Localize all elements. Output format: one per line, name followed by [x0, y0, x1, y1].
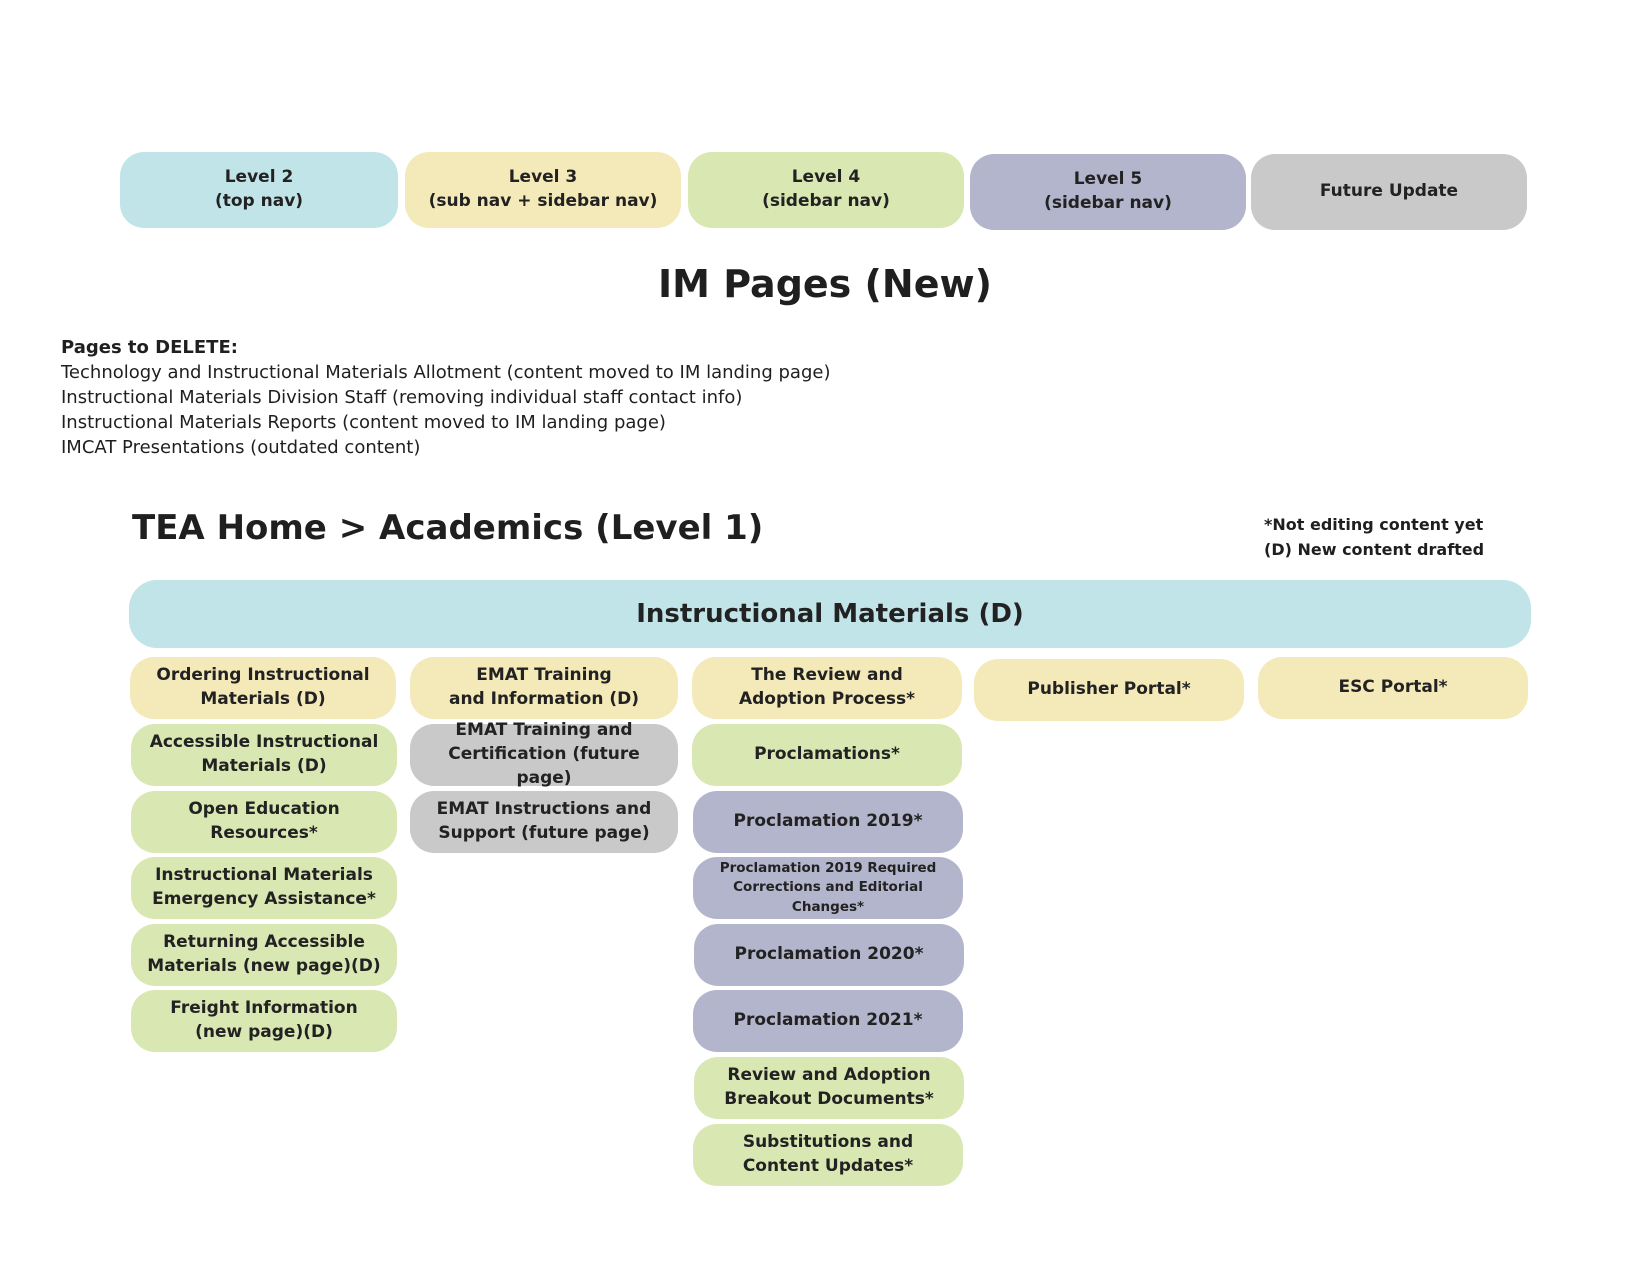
- node-proclamations: Proclamations*: [692, 724, 962, 786]
- delete-item: Instructional Materials Division Staff (…: [61, 387, 743, 408]
- legend-level-3: Level 3 (sub nav + sidebar nav): [405, 152, 681, 228]
- legend-level-5: Level 5 (sidebar nav): [970, 154, 1246, 230]
- legend-level-2: Level 2 (top nav): [120, 152, 398, 228]
- delete-item: Technology and Instructional Materials A…: [61, 362, 831, 383]
- delete-heading: Pages to DELETE:: [61, 337, 238, 358]
- node-open-education-resources: Open Education Resources*: [131, 791, 397, 853]
- node-returning-accessible-materials: Returning Accessible Materials (new page…: [131, 924, 397, 986]
- node-proclamation-2021: Proclamation 2021*: [693, 990, 963, 1052]
- node-proclamation-2019: Proclamation 2019*: [693, 791, 963, 853]
- node-review-adoption-process: The Review and Adoption Process*: [692, 657, 962, 719]
- delete-item: IMCAT Presentations (outdated content): [61, 437, 421, 458]
- node-accessible-instructional-materials: Accessible Instructional Materials (D): [131, 724, 397, 786]
- delete-item: Instructional Materials Reports (content…: [61, 412, 666, 433]
- node-review-adoption-breakout: Review and Adoption Breakout Documents*: [694, 1057, 964, 1119]
- delete-section: Pages to DELETE: Technology and Instruct…: [61, 335, 830, 460]
- note-drafted: (D) New content drafted: [1264, 540, 1485, 559]
- page-title: IM Pages (New): [658, 262, 992, 306]
- notes: *Not editing content yet (D) New content…: [1264, 512, 1484, 562]
- node-proclamation-2020: Proclamation 2020*: [694, 924, 964, 986]
- node-emat-instructions-support: EMAT Instructions and Support (future pa…: [410, 791, 678, 853]
- node-im-emergency-assistance: Instructional Materials Emergency Assist…: [131, 857, 397, 919]
- node-emat-training-certification: EMAT Training and Certification (future …: [410, 720, 678, 788]
- node-instructional-materials: Instructional Materials (D): [129, 580, 1531, 648]
- node-publisher-portal: Publisher Portal*: [974, 659, 1244, 721]
- delete-list: Technology and Instructional Materials A…: [61, 360, 830, 460]
- legend-level-4: Level 4 (sidebar nav): [688, 152, 964, 228]
- legend-future-update: Future Update: [1251, 154, 1527, 230]
- node-emat-training-information: EMAT Training and Information (D): [410, 657, 678, 719]
- node-esc-portal: ESC Portal*: [1258, 657, 1528, 719]
- note-not-editing: *Not editing content yet: [1264, 515, 1484, 534]
- node-proclamation-2019-corrections: Proclamation 2019 Required Corrections a…: [693, 857, 963, 919]
- node-substitutions-content-updates: Substitutions and Content Updates*: [693, 1124, 963, 1186]
- breadcrumb: TEA Home > Academics (Level 1): [132, 508, 764, 548]
- node-ordering-instructional-materials: Ordering Instructional Materials (D): [130, 657, 396, 719]
- node-freight-information: Freight Information (new page)(D): [131, 990, 397, 1052]
